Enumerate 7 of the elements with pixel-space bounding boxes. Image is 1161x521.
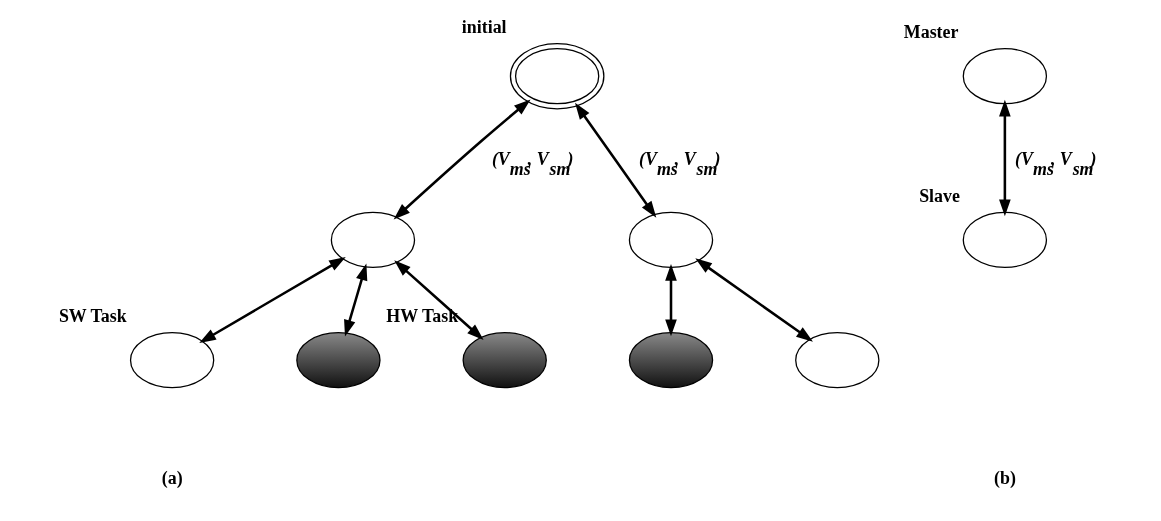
node-label: SW Task — [58, 305, 127, 326]
node-label: Master — [903, 21, 959, 42]
node-label: HW Task — [386, 305, 459, 326]
node-label: Slave — [919, 185, 960, 206]
node-label: initial — [461, 16, 507, 37]
label: (a) — [161, 467, 183, 488]
label: (b) — [994, 467, 1016, 488]
